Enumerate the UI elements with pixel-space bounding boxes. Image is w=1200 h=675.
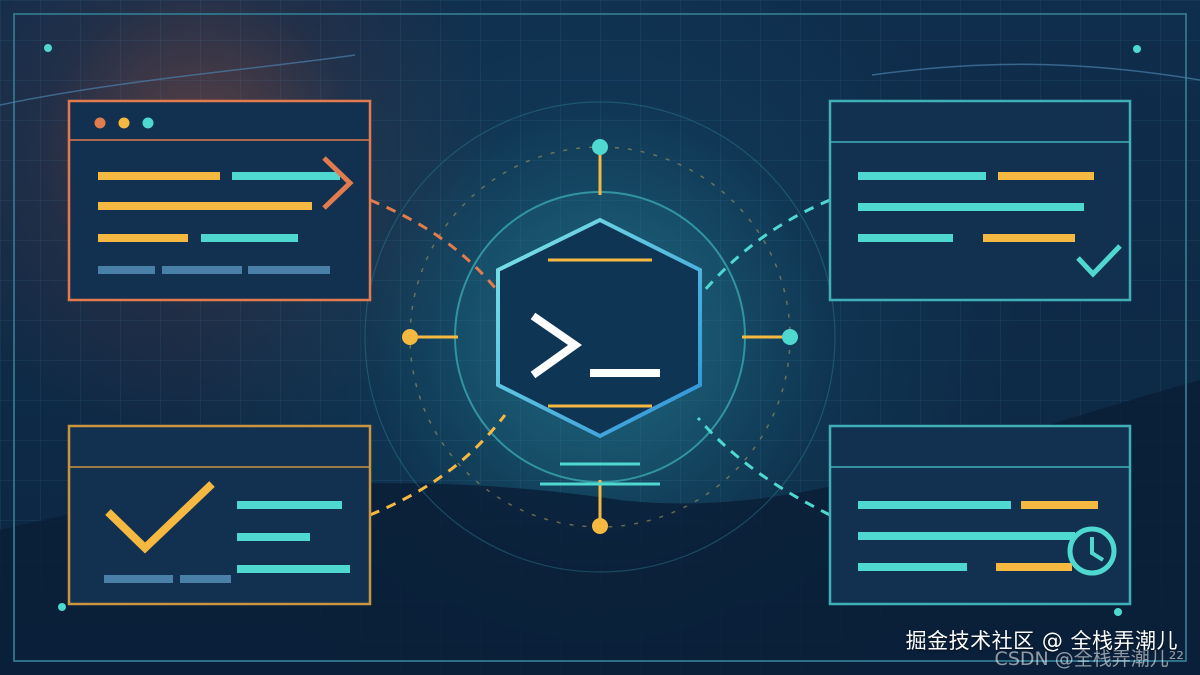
corner-dot (58, 603, 66, 611)
node-right (782, 329, 798, 345)
outer-ring (364, 101, 836, 573)
panel-bottom-left (67, 424, 372, 606)
connector-top-left (369, 198, 507, 301)
connector-bottom-right (696, 417, 831, 517)
terminal-prompt-icon (530, 312, 660, 379)
terminal-hexagon (496, 217, 702, 439)
connector-bottom-left (369, 414, 507, 517)
checkmark-icon (105, 481, 215, 554)
corner-dot (44, 44, 52, 52)
corner-dot (1114, 608, 1122, 616)
panel-top-right (828, 99, 1132, 302)
panel-bottom-right (828, 424, 1132, 606)
clock-icon (1067, 526, 1117, 576)
decor-curve-right (871, 63, 1200, 81)
corner-dot (1133, 45, 1141, 53)
outer-frame (13, 13, 1187, 662)
window-dot (94, 117, 106, 129)
node-left (402, 329, 418, 345)
connector-top-right (696, 198, 831, 299)
watermark-secondary: CSDN @全栈弄潮儿²² (994, 648, 1184, 670)
node-bottom (592, 518, 608, 534)
panel-top-left (67, 99, 372, 302)
chevron-right-icon (322, 156, 354, 210)
watermark-primary: 掘金技术社区 @ 全栈弄潮儿 (905, 629, 1178, 653)
window-dot (142, 117, 154, 129)
window-dot (118, 117, 130, 129)
node-top (592, 139, 608, 155)
checkmark-icon (1076, 244, 1122, 278)
decor-curve-left (0, 54, 356, 106)
